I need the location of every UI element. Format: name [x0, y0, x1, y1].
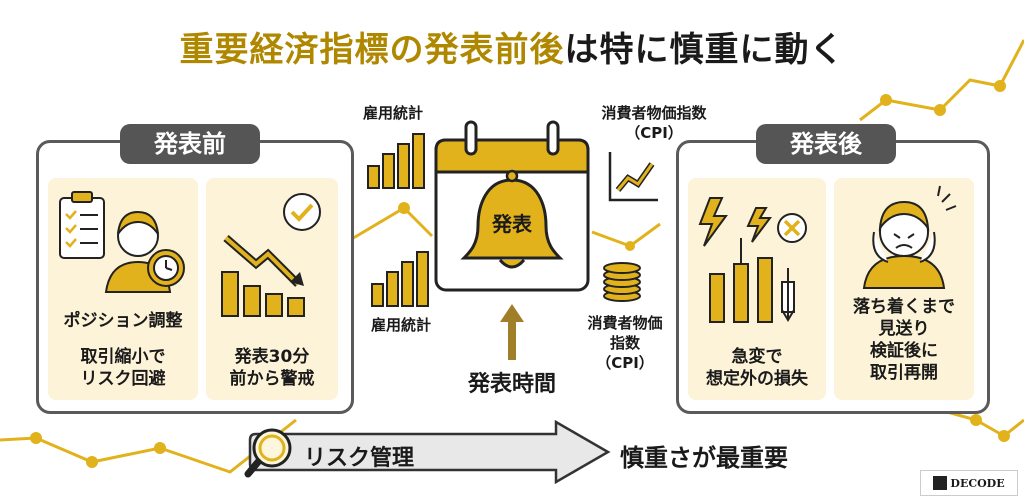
bar-chart-icon-bottom	[371, 251, 429, 307]
conclusion-label: 慎重さが最重要	[620, 444, 788, 472]
volatile-chart-lightning-icon	[698, 197, 807, 323]
magnifier-icon	[244, 428, 292, 478]
page-title: 重要経済指標の発表前後は特に慎重に動く	[0, 22, 1024, 71]
caution-30min-label-2: 前から警戒	[229, 369, 315, 389]
bell-announcement-text: 発表	[492, 212, 532, 236]
decode-logo: DECODE	[920, 470, 1018, 496]
risk-avoid-label: リスク回避	[80, 369, 166, 389]
after-card-wait: 落ち着くまで 見送り 検証後に 取引再開	[834, 178, 974, 400]
wait-calm-label-2: 見送り	[878, 319, 930, 339]
risk-management-label: リスク管理	[304, 446, 415, 471]
announcement-time-label: 発表時間	[467, 372, 556, 397]
clipboard-person-icon	[59, 191, 185, 293]
wait-calm-label-3: 検証後に	[870, 341, 938, 361]
label-cpi-bottom-3: （CPI）	[596, 354, 654, 372]
falling-chart-check-icon	[221, 193, 321, 317]
logo-mark-icon	[933, 476, 948, 490]
label-cpi-top-1: 消費者物価指数	[601, 104, 707, 122]
after-tag: 発表後	[756, 124, 896, 164]
before-tag: 発表前	[120, 124, 260, 164]
bar-chart-icon-top	[367, 133, 425, 189]
label-employment-bottom: 雇用統計	[370, 316, 431, 334]
label-cpi-top-2: （CPI）	[625, 124, 683, 142]
before-card-position: ポジション調整 取引縮小で リスク回避	[48, 178, 198, 400]
sudden-change-label-2: 想定外の損失	[706, 369, 808, 389]
sudden-change-label-1: 急変で	[731, 347, 783, 367]
label-employment-top: 雇用統計	[362, 104, 423, 122]
before-card-caution: 発表30分 前から警戒	[206, 178, 338, 400]
position-adjust-label: ポジション調整	[63, 311, 183, 331]
title-emphasis: 重要経済指標の発表前後	[179, 30, 565, 70]
line-chart-icon	[608, 152, 658, 202]
coin-stack-icon	[603, 262, 641, 302]
caution-30min-label-1: 発表30分	[234, 347, 310, 367]
reduce-trading-label: 取引縮小で	[80, 347, 166, 367]
worried-person-icon	[862, 185, 957, 289]
logo-text: DECODE	[950, 476, 1005, 490]
wait-calm-label-1: 落ち着くまで	[853, 297, 955, 317]
arrow-up-icon	[500, 304, 524, 360]
title-rest: は特に慎重に動く	[564, 30, 845, 70]
label-cpi-bottom-2: 指数	[609, 334, 640, 352]
after-card-loss: 急変で 想定外の損失	[688, 178, 826, 400]
calendar-bell-icon	[434, 120, 590, 292]
wait-calm-label-4: 取引再開	[870, 363, 938, 383]
label-cpi-bottom-1: 消費者物価	[587, 314, 663, 332]
